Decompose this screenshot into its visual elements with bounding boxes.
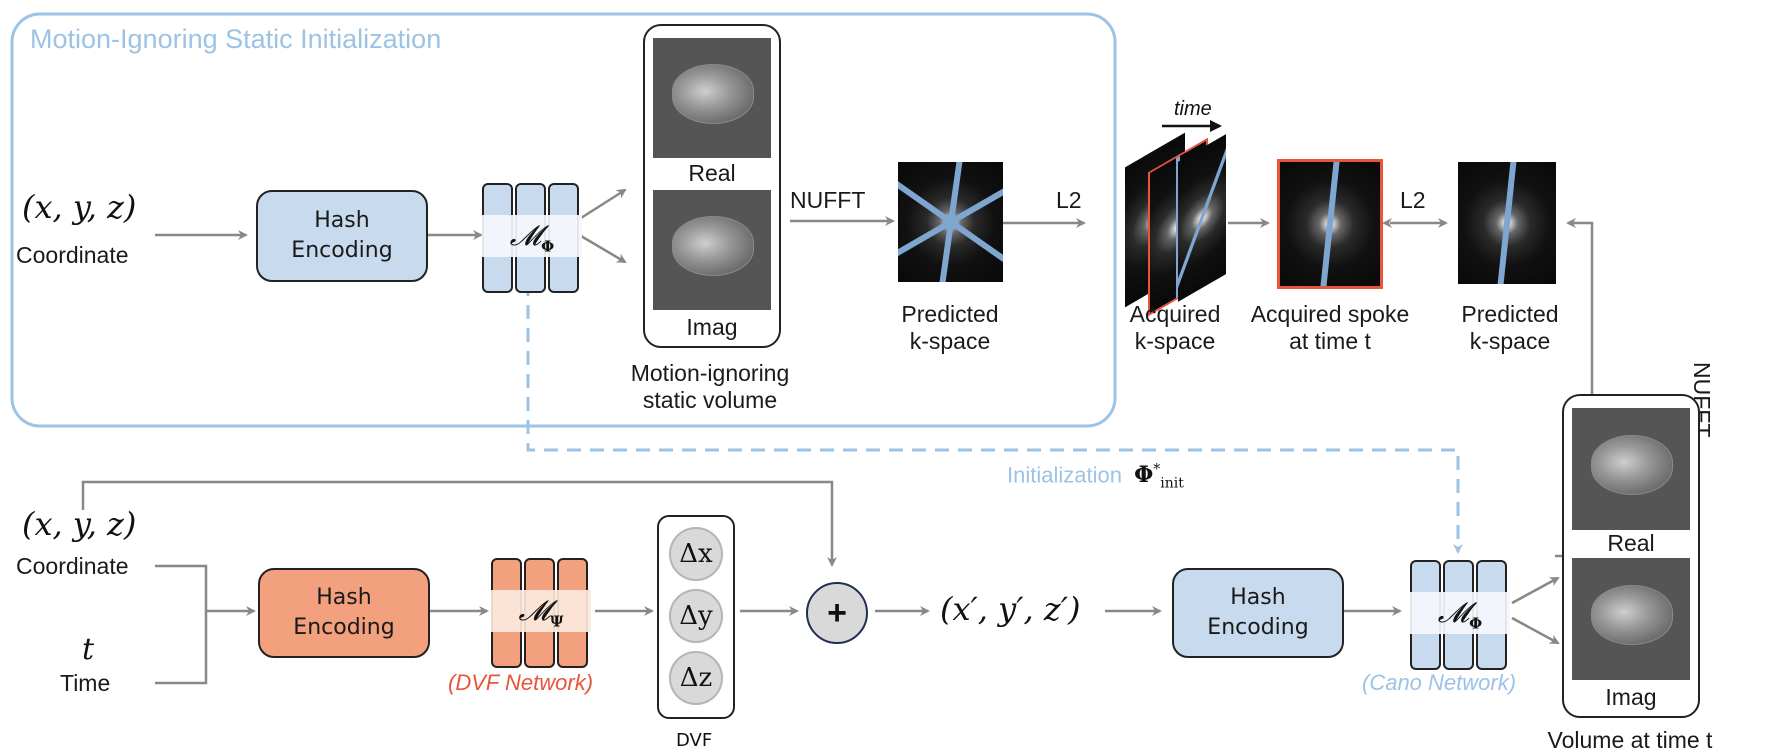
init-dashed-path <box>526 282 1463 554</box>
cano-mlp: 𝓜Φ <box>1410 560 1510 670</box>
dvf-mlp: 𝓜Ψ <box>491 558 591 668</box>
dvf-delta-z: Δz <box>669 651 723 705</box>
stage1-static-volume: Real Imag <box>643 24 781 348</box>
coord-bracket <box>155 564 208 685</box>
dvf-label: DVF <box>676 730 713 751</box>
l2-label-1: L2 <box>1056 187 1082 213</box>
stage1-frame <box>10 12 1117 428</box>
vol-t-real-label: Real <box>1607 530 1655 556</box>
time-label: time <box>1174 98 1212 120</box>
mlp-psi-symbol: 𝓜Ψ <box>518 594 564 631</box>
l2-label-2: L2 <box>1400 187 1426 213</box>
vol-t-caption: Volume at time t <box>1547 727 1713 753</box>
mri-real-image <box>653 38 771 158</box>
dvf-delta-y: Δy <box>669 589 723 643</box>
anatomy-shape <box>1590 434 1674 496</box>
stage2-coord-label: Coordinate <box>16 553 129 579</box>
vol-imag-label: Imag <box>686 314 738 340</box>
mri-imag-image-t <box>1572 558 1690 680</box>
cano-network-label: (Cano Network) <box>1362 670 1517 695</box>
vol-real-label: Real <box>688 160 736 186</box>
skip-connection <box>81 480 837 567</box>
dvf-delta-x: Δx <box>669 527 723 581</box>
cano-mlp-phi-symbol: 𝓜Φ <box>1437 596 1483 633</box>
acquired-spoke-image <box>1277 159 1383 289</box>
arrow-mlp-to-imag <box>580 234 627 264</box>
stage1-mlp: 𝓜Φ <box>482 183 582 293</box>
volume-at-time-t: Real Imag <box>1562 394 1700 718</box>
vol-t-imag-label: Imag <box>1605 684 1657 710</box>
mri-imag-image <box>653 190 771 310</box>
init-label: Initialization Φ*init <box>1007 462 1184 492</box>
stage1-coord-math: (x, y, z) <box>22 188 137 226</box>
t-math: t <box>82 632 95 667</box>
hash-label-2: Encoding <box>291 238 393 263</box>
time-input-label: Time <box>60 670 111 696</box>
anatomy-shape <box>671 64 755 124</box>
hash-label-1: Hash <box>314 208 370 233</box>
warped-coord: (x′, y′, z′) <box>940 590 1081 628</box>
stage1-coord-label: Coordinate <box>16 242 129 268</box>
predicted-kspace-2 <box>1458 162 1556 284</box>
plus-node: + <box>806 582 868 644</box>
anatomy-shape <box>1590 584 1674 646</box>
arrow-mlp-to-real <box>580 188 627 220</box>
stage1-title: Motion-Ignoring Static Initialization <box>30 24 442 54</box>
init-symbol: Φ*init <box>1134 462 1184 492</box>
acq-kspace-frame-3 <box>1178 134 1226 302</box>
stage2-coord-math: (x, y, z) <box>22 505 137 543</box>
anatomy-shape <box>671 216 755 276</box>
nufft-label: NUFFT <box>790 187 866 213</box>
arrow-cano-to-imag <box>1511 616 1560 645</box>
predicted-kspace-1 <box>898 162 1003 282</box>
mri-real-image-t <box>1572 408 1690 530</box>
dvf-box: Δx Δy Δz <box>657 515 735 719</box>
dvf-network-label: (DVF Network) <box>448 670 594 695</box>
arrow-cano-to-real <box>1511 576 1560 605</box>
mlp-phi-symbol: 𝓜Φ <box>509 219 555 256</box>
